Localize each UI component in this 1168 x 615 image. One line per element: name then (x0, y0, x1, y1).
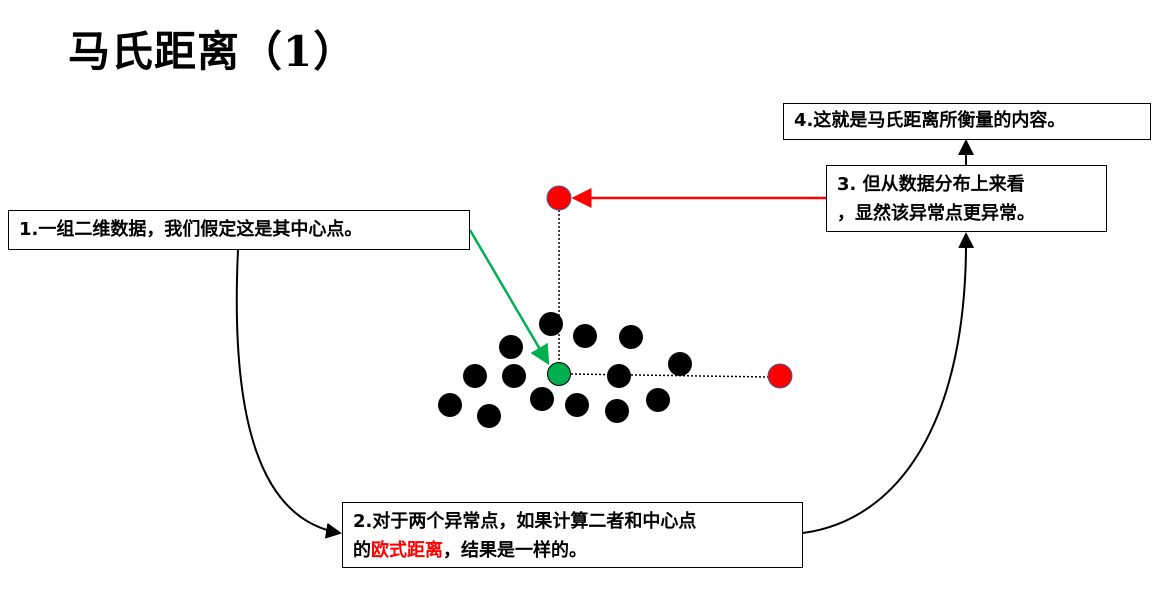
outlier-point-right (767, 363, 793, 389)
note-1-text: 1.一组二维数据，我们假定这是其中心点。 (19, 219, 363, 240)
data-point (477, 404, 501, 428)
note-4-text: 4.这就是马氏距离所衡量的内容。 (794, 110, 1066, 131)
note-box-3: 3. 但从数据分布上来看 ，显然该异常点更异常。 (826, 165, 1107, 232)
data-point (619, 325, 643, 349)
data-point (573, 324, 597, 348)
data-point (646, 388, 670, 412)
outlier-point-top (546, 185, 572, 211)
note-box-4: 4.这就是马氏距离所衡量的内容。 (783, 103, 1151, 140)
data-point (530, 387, 554, 411)
note-3-line1: 3. 但从数据分布上来看 (837, 174, 1025, 195)
note-3-line2: ，显然该异常点更异常。 (837, 203, 1035, 224)
green-arrow (468, 229, 550, 366)
note-box-1: 1.一组二维数据，我们假定这是其中心点。 (8, 210, 470, 250)
center-point (547, 362, 571, 386)
data-point (438, 393, 462, 417)
euclidean-distance-highlight: 欧式距离 (371, 540, 443, 561)
note-2-pre: 的 (353, 540, 371, 561)
data-point (605, 399, 629, 423)
curve-arrow-right (802, 232, 975, 534)
slide-title: 马氏距离（1） (68, 27, 357, 76)
note-2-post: ，结果是一样的。 (443, 540, 587, 561)
data-point (539, 312, 563, 336)
curve-arrow-left (235, 249, 342, 539)
data-point (502, 364, 526, 388)
data-point (668, 352, 692, 376)
data-point (607, 364, 631, 388)
note-2-line2: 的欧式距离，结果是一样的。 (353, 536, 792, 565)
data-point (499, 335, 523, 359)
data-point (565, 393, 589, 417)
note-box-2: 2.对于两个异常点，如果计算二者和中心点 的欧式距离，结果是一样的。 (342, 502, 803, 568)
data-point (463, 364, 487, 388)
note-2-line1: 2.对于两个异常点，如果计算二者和中心点 (353, 511, 697, 532)
horizontal-dotted-line (570, 373, 769, 378)
